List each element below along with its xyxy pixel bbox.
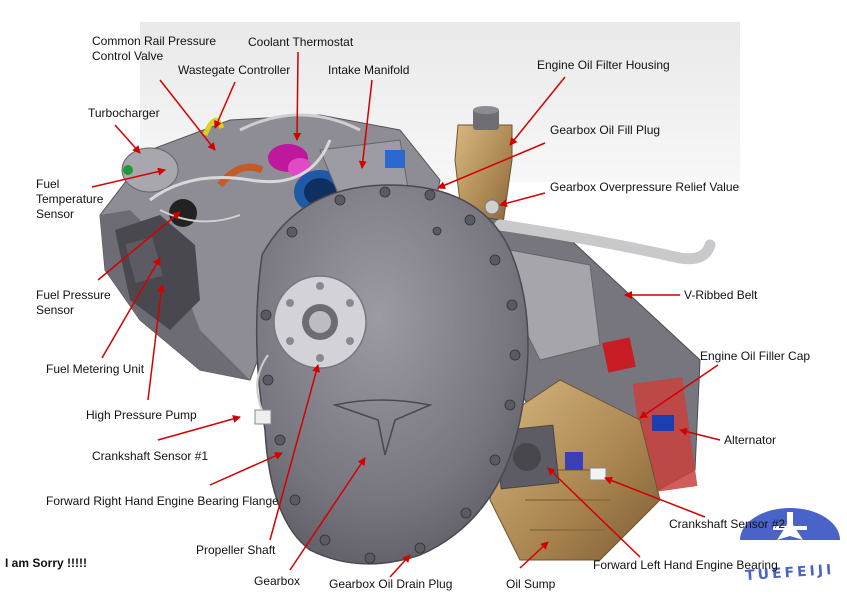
callout-arrows [91,51,721,578]
label-propeller-shaft: Propeller Shaft [196,543,276,557]
label-intake-manifold: Intake Manifold [328,63,410,77]
arrow-common-rail [159,79,216,151]
arrow-high-pressure-pump [147,284,166,401]
engine-illustration [99,106,716,565]
arrow-overpressure [499,192,546,208]
arrow-intake-manifold [358,79,373,169]
arrow-coolant-thermostat [293,51,302,141]
arrow-wastegate [214,81,236,129]
footer-note: I am Sorry !!!!! [5,556,88,570]
arrow-crankshaft-2 [604,476,706,518]
fuel-pressure-sensor-body [169,199,197,227]
arrow-alternator [679,427,721,441]
label-wastegate: Wastegate Controller [178,63,291,77]
arrow-propeller-shaft [269,364,321,541]
label-overpressure: Gearbox Overpressure Relief Value [550,180,740,194]
label-v-ribbed-belt: V-Ribbed Belt [684,288,758,302]
label-oil-drain-plug: Gearbox Oil Drain Plug [329,577,453,591]
alternator-red-part [602,337,636,373]
label-oil-filler-cap: Engine Oil Filler Cap [700,349,811,363]
arrow-oil-filler-cap [639,364,719,419]
label-forward-left-bearing: Forward Left Hand Engine Bearing [593,558,778,572]
oil-filter-cap [473,108,499,130]
gearbox-bolts [260,186,521,564]
label-turbocharger: Turbocharger [88,106,160,120]
gearbox-emblem [332,399,433,456]
arrow-fuel-temp [91,167,166,188]
arrow-forward-right-bearing [209,452,283,486]
label-oil-filter-housing: Engine Oil Filter Housing [537,58,670,72]
gearbox-cover [255,184,529,565]
label-oil-fill-plug: Gearbox Oil Fill Plug [550,123,661,137]
label-alternator: Alternator [724,433,777,447]
arrow-gearbox [289,457,366,571]
arrow-fuel-metering [101,257,161,359]
label-gearbox: Gearbox [254,574,301,588]
watermark-logo: TUEFEIJI [740,508,840,584]
arrow-oil-sump [519,541,549,569]
label-oil-sump: Oil Sump [506,577,556,591]
arrow-fuel-pressure [97,211,181,281]
arrow-turbocharger [114,124,141,154]
crankshaft-sensor-1-body [254,409,272,425]
arrow-forward-left-bearing [547,467,641,558]
turbocharger-body [121,147,179,193]
label-crankshaft-1: Crankshaft Sensor #1 [92,449,209,463]
label-crankshaft-2: Crankshaft Sensor #2 [669,517,786,531]
label-coolant-thermostat: Coolant Thermostat [248,35,354,49]
fuel-metering-unit-body [125,237,163,283]
crankshaft-sensor-2-body [589,467,607,481]
overpressure-valve [484,199,500,215]
arrow-crankshaft-1 [157,415,241,441]
watermark-text: TUEFEIJI [745,562,835,584]
turbocharger-green-fitting [123,165,133,175]
arrow-oil-fill-plug [437,142,546,189]
crankcase-breather-tube [494,219,716,265]
orange-hose [217,163,264,188]
label-forward-right-bearing: Forward Right Hand Engine Bearing Flange [46,494,279,508]
alternator-blue [652,415,674,431]
arrow-oil-drain-plug [389,554,411,578]
label-fuel-metering: Fuel Metering Unit [46,362,145,376]
arrow-oil-filter-housing [509,76,566,146]
label-high-pressure-pump: High Pressure Pump [86,408,197,422]
